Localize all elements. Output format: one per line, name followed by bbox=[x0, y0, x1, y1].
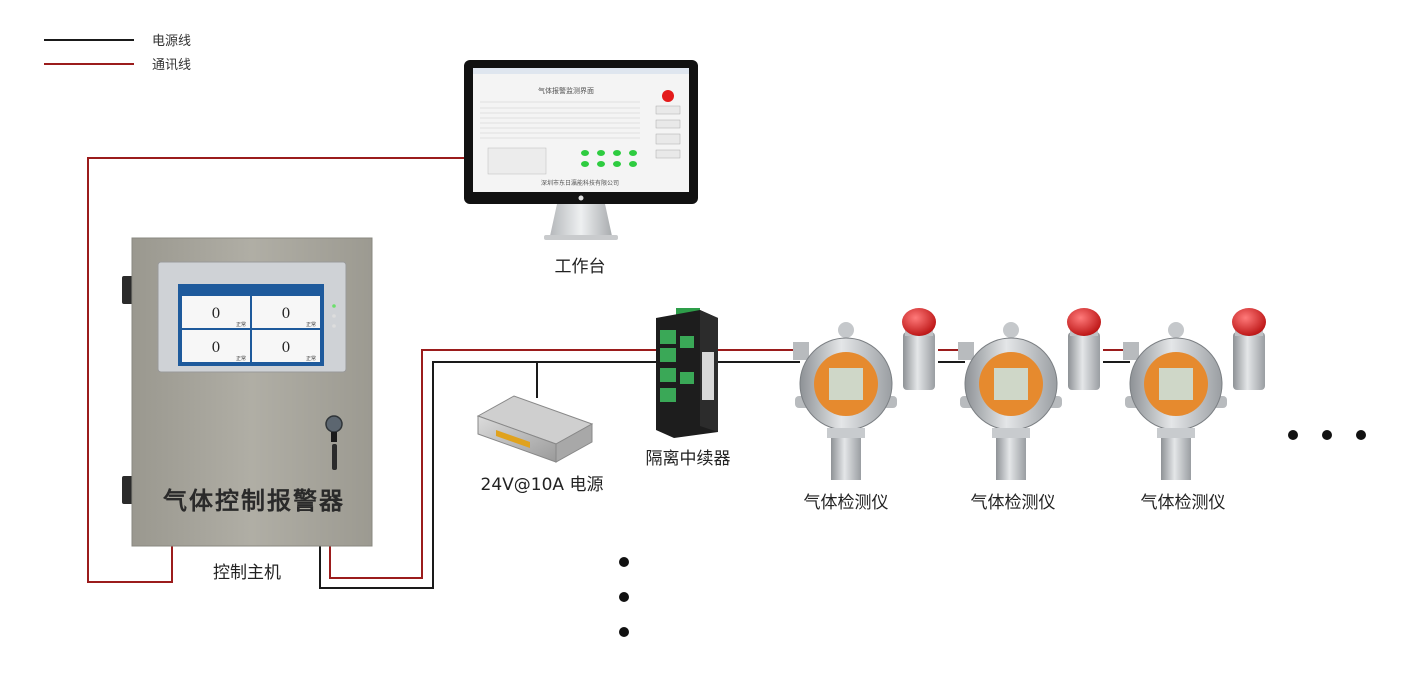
detector-hook bbox=[838, 322, 854, 338]
hmi-cell-status: 正常 bbox=[306, 355, 316, 362]
wiring bbox=[87, 157, 1130, 589]
repeater-label: 隔离中续器 bbox=[646, 449, 731, 469]
detector-sensor-collar bbox=[1157, 428, 1195, 438]
monitor-stand bbox=[550, 204, 612, 236]
alarm-lamp bbox=[1232, 308, 1266, 336]
controller-label: 控制主机 bbox=[213, 563, 281, 583]
repeater-label-plate bbox=[702, 352, 714, 400]
power-supply: 24V@10A 电源 bbox=[476, 395, 604, 495]
legend-power-line-label: 电源线 bbox=[152, 34, 191, 49]
monitor-table bbox=[480, 101, 640, 139]
detector-hook bbox=[1168, 322, 1184, 338]
detector-label: 气体检测仪 bbox=[971, 493, 1056, 513]
workstation-label: 工作台 bbox=[555, 257, 606, 277]
detector-hook bbox=[1003, 322, 1019, 338]
hmi-cell-value: 0 bbox=[282, 340, 291, 356]
power-supply-label: 24V@10A 电源 bbox=[481, 475, 604, 495]
hmi-cell-value: 0 bbox=[212, 340, 221, 356]
detector-conduit bbox=[958, 342, 974, 360]
detector-lamp-pole bbox=[1233, 332, 1265, 390]
hmi-cell-status: 正常 bbox=[236, 321, 246, 328]
monitor-button bbox=[655, 119, 681, 129]
monitor-button bbox=[655, 105, 681, 115]
detector-label: 气体检测仪 bbox=[1141, 493, 1226, 513]
key-lock bbox=[325, 415, 343, 433]
monitor-alarm-indicator bbox=[662, 90, 674, 102]
legend-comm-line-label: 通讯线 bbox=[152, 58, 191, 73]
hmi-led bbox=[332, 304, 336, 308]
repeater: 隔离中续器 bbox=[646, 308, 731, 469]
key-tag bbox=[332, 444, 337, 470]
detector: 气体检测仪 bbox=[1123, 308, 1266, 513]
controller: 0 0 0 0 正常 正常 正常 正常 气体控制报警器 控制主机 bbox=[122, 237, 373, 583]
detector-lamp-pole bbox=[903, 332, 935, 390]
hmi-cell-value: 0 bbox=[282, 306, 291, 322]
monitor-titlebar bbox=[473, 68, 689, 74]
monitor-screen-title: 气体报警监测界面 bbox=[538, 86, 594, 95]
monitor-footer-text: 深圳市东日瀛能科技有限公司 bbox=[541, 179, 619, 187]
repeater-terminals bbox=[660, 330, 694, 402]
monitor-base bbox=[544, 235, 618, 240]
more-detectors-ellipsis bbox=[1288, 430, 1366, 440]
more-branches-ellipsis bbox=[619, 557, 629, 637]
detector: 气体检测仪 bbox=[958, 308, 1101, 513]
monitor-status-leds bbox=[581, 150, 637, 167]
hmi-cell-status: 正常 bbox=[236, 355, 246, 362]
detector-lamp-pole bbox=[1068, 332, 1100, 390]
key bbox=[331, 432, 337, 442]
monitor-button bbox=[655, 133, 681, 145]
monitor-map bbox=[487, 147, 547, 175]
detector-sensor-collar bbox=[992, 428, 1030, 438]
hmi-cell-status: 正常 bbox=[306, 321, 316, 328]
alarm-lamp bbox=[902, 308, 936, 336]
psu-terminal-strip bbox=[496, 430, 530, 448]
monitor-button bbox=[655, 149, 681, 159]
detector-conduit bbox=[1123, 342, 1139, 360]
workstation: 气体报警监测界面 深圳市东日瀛能科技有限公司 bbox=[464, 60, 698, 277]
cabinet-hinge bbox=[122, 476, 134, 504]
cabinet-hinge bbox=[122, 276, 134, 304]
detector-label: 气体检测仪 bbox=[804, 493, 889, 513]
monitor-logo bbox=[578, 195, 584, 201]
psu-side bbox=[555, 423, 593, 463]
hmi-led bbox=[332, 324, 336, 328]
detector: 气体检测仪 bbox=[793, 308, 936, 513]
cabinet-panel-title: 气体控制报警器 bbox=[162, 486, 345, 515]
detector-lcd bbox=[829, 368, 863, 400]
legend: 电源线 通讯线 bbox=[44, 34, 191, 73]
detector-conduit bbox=[793, 342, 809, 360]
detector-sensor-collar bbox=[827, 428, 865, 438]
alarm-lamp bbox=[1067, 308, 1101, 336]
comm-line-bus bbox=[329, 349, 660, 579]
hmi-cell-value: 0 bbox=[212, 306, 221, 322]
comm-line-workstation bbox=[87, 157, 466, 583]
detector-lcd bbox=[994, 368, 1028, 400]
power-line-bus bbox=[319, 361, 660, 589]
detector-lcd bbox=[1159, 368, 1193, 400]
hmi-grid: 0 0 0 0 正常 正常 正常 正常 bbox=[182, 296, 320, 362]
hmi-led bbox=[332, 314, 336, 318]
